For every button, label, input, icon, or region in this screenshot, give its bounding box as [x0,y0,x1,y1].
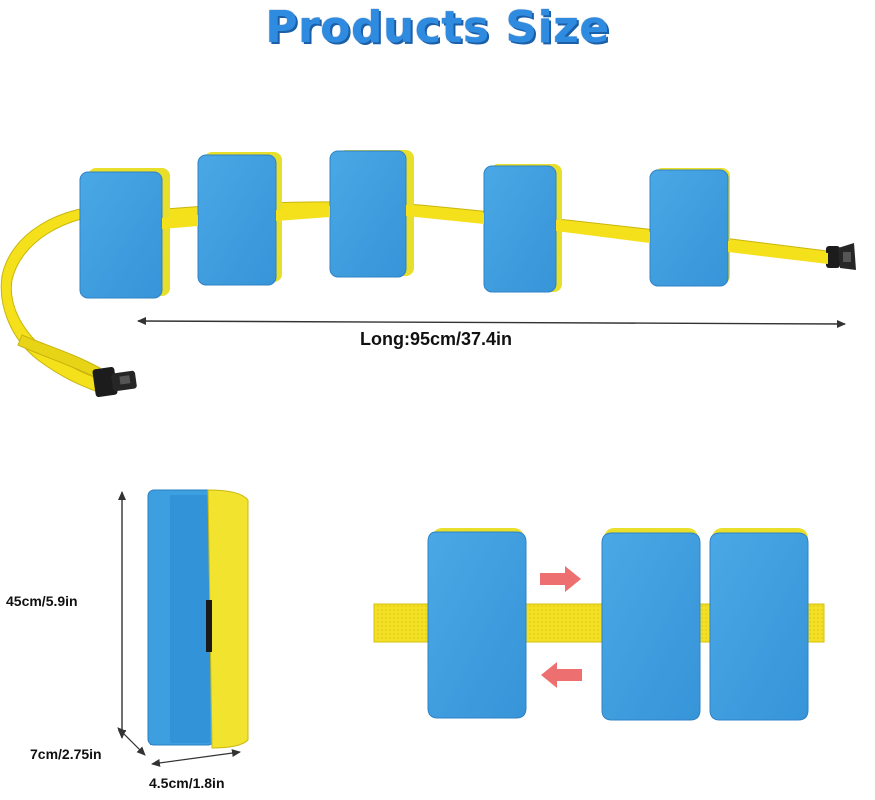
length-arrow [137,317,846,328]
buckle-icon [826,243,856,270]
foam-block [197,152,282,286]
arrow-left-icon [541,662,582,688]
length-label: Long:95cm/37.4in [360,329,513,349]
arrow-right-icon [540,566,581,592]
page-title: Products Size [265,2,610,53]
foam-block [329,150,414,278]
foam-block [79,168,170,299]
buckle-icon [92,366,137,398]
single-foam-block [147,489,249,749]
height-label: 45cm/5.9in [6,593,78,609]
depth-arrow [117,727,146,756]
foam-block [709,528,809,721]
width-arrow [151,749,241,767]
width-label: 4.5cm/1.8in [149,775,225,791]
foam-block [427,528,527,719]
depth-label: 7cm/2.75in [30,746,102,762]
foam-block [601,528,701,721]
foam-block [483,164,562,293]
foam-block [649,168,730,287]
swim-belt [0,150,856,398]
assembly-diagram [373,528,825,721]
